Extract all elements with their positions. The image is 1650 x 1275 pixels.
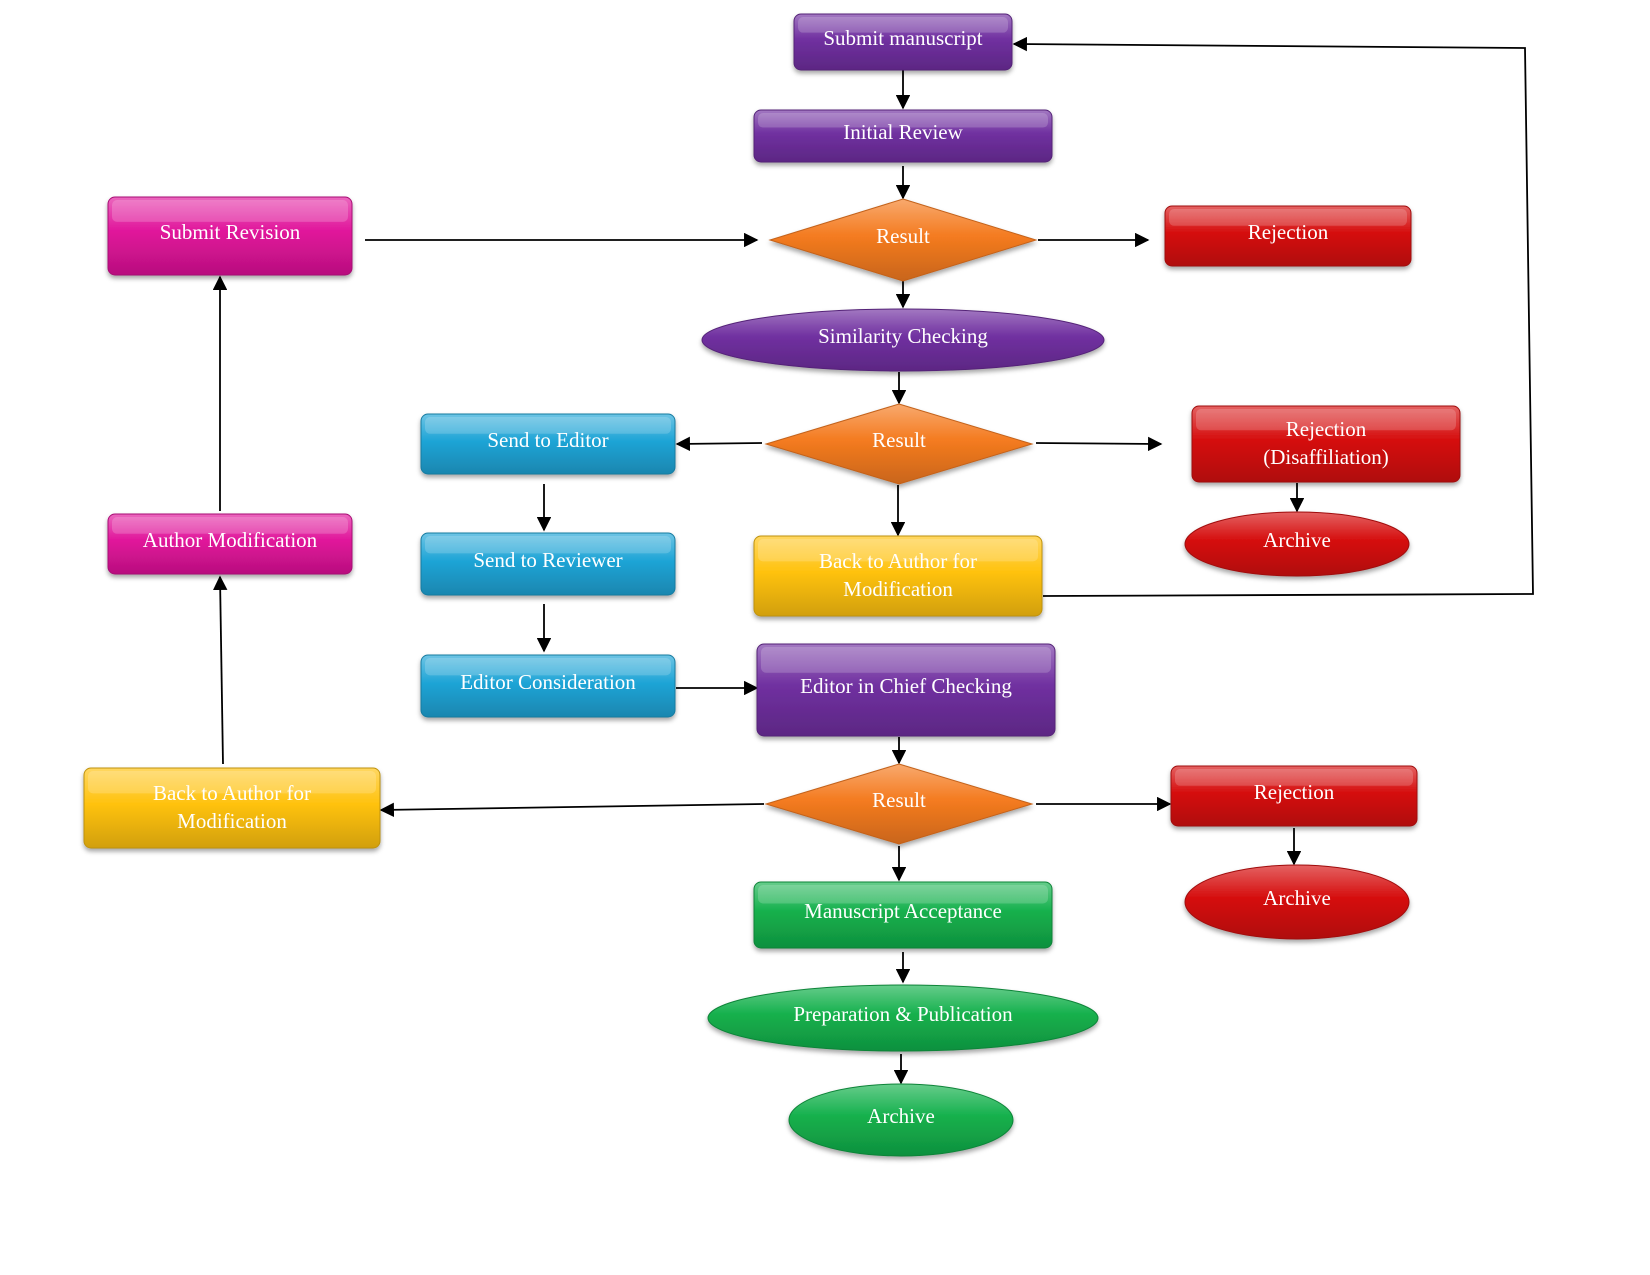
similarity-checking-label: Similarity Checking — [818, 324, 988, 348]
editor-in-chief-checking-gloss — [761, 647, 1051, 673]
back-to-author-1-box — [753, 535, 1043, 617]
initial-review-gloss — [758, 113, 1048, 128]
connector-back-to-author-2-to-author-modification — [213, 575, 228, 765]
connector-layer — [212, 36, 1534, 1085]
submit-revision-label: Submit Revision — [160, 220, 301, 244]
rejection-disaffiliation-box — [1191, 405, 1461, 483]
node-result-1: Result — [768, 198, 1038, 282]
initial-review-box — [753, 109, 1053, 163]
result-3-label: Result — [872, 788, 926, 812]
rejection-disaffiliation-gloss — [1196, 409, 1456, 431]
submit-revision-box — [107, 196, 353, 276]
node-initial-review: Initial Review — [753, 109, 1053, 163]
archive-2-label: Archive — [1263, 886, 1331, 910]
author-modification-label: Author Modification — [143, 528, 318, 552]
back-to-author-1-label-line2: Modification — [843, 577, 953, 601]
result-3-diamond — [764, 763, 1034, 845]
editor-in-chief-checking-box — [756, 643, 1056, 737]
result-1-diamond — [768, 198, 1038, 282]
back-to-author-2-gloss — [88, 771, 376, 794]
node-similarity-checking: Similarity Checking — [701, 308, 1105, 372]
manuscript-acceptance-gloss — [758, 885, 1048, 904]
archive-3-ellipse — [788, 1083, 1014, 1157]
node-editor-in-chief-checking: Editor in Chief Checking — [756, 643, 1056, 737]
send-to-editor-label: Send to Editor — [487, 428, 608, 452]
rejection-1-gloss — [1169, 209, 1407, 226]
back-to-author-2-box — [83, 767, 381, 849]
node-archive-2: Archive — [1184, 864, 1410, 940]
node-result-2: Result — [764, 403, 1034, 485]
rejection-2-box — [1170, 765, 1418, 827]
similarity-checking-ellipse — [701, 308, 1105, 372]
initial-review-label: Initial Review — [843, 120, 963, 144]
result-2-diamond — [764, 403, 1034, 485]
connector-result-2-to-rejection-disaffiliation — [1035, 436, 1163, 452]
node-send-to-reviewer: Send to Reviewer — [420, 532, 676, 596]
node-preparation-publication: Preparation & Publication — [707, 984, 1099, 1052]
connector-back-to-author-1-to-submit-manuscript — [1012, 36, 1534, 597]
send-to-editor-gloss — [425, 417, 671, 434]
result-2-label: Result — [872, 428, 926, 452]
submit-revision-gloss — [112, 200, 348, 222]
send-to-editor-box — [420, 413, 676, 475]
back-to-author-2-label-line2: Modification — [177, 809, 287, 833]
editor-consideration-box — [420, 654, 676, 718]
archive-2-ellipse — [1184, 864, 1410, 940]
rejection-2-gloss — [1175, 769, 1413, 786]
node-rejection-1: Rejection — [1164, 205, 1412, 267]
node-archive-1: Archive — [1184, 511, 1410, 577]
node-send-to-editor: Send to Editor — [420, 413, 676, 475]
archive-1-label: Archive — [1263, 528, 1331, 552]
node-submit-revision: Submit Revision — [107, 196, 353, 276]
rejection-disaffiliation-label: Rejection — [1286, 417, 1367, 441]
rejection-disaffiliation-label-line2: (Disaffiliation) — [1263, 445, 1389, 469]
submit-manuscript-box — [793, 13, 1013, 71]
back-to-author-1-gloss — [758, 539, 1038, 562]
node-manuscript-acceptance: Manuscript Acceptance — [753, 881, 1053, 949]
node-result-3: Result — [764, 763, 1034, 845]
node-rejection-disaffiliation: Rejection (Disaffiliation) — [1191, 405, 1461, 483]
submit-manuscript-gloss — [798, 17, 1008, 33]
archive-3-label: Archive — [867, 1104, 935, 1128]
editor-consideration-gloss — [425, 658, 671, 676]
rejection-1-label: Rejection — [1248, 220, 1329, 244]
send-to-reviewer-box — [420, 532, 676, 596]
manuscript-acceptance-box — [753, 881, 1053, 949]
preparation-publication-ellipse — [707, 984, 1099, 1052]
node-author-modification: Author Modification — [107, 513, 353, 575]
back-to-author-1-label: Back to Author for — [819, 549, 977, 573]
author-modification-box — [107, 513, 353, 575]
editor-in-chief-checking-label: Editor in Chief Checking — [800, 674, 1012, 698]
rejection-2-label: Rejection — [1254, 780, 1335, 804]
rejection-1-box — [1164, 205, 1412, 267]
submit-manuscript-label: Submit manuscript — [823, 26, 982, 50]
node-archive-3: Archive — [788, 1083, 1014, 1157]
node-rejection-2: Rejection — [1170, 765, 1418, 827]
preparation-publication-label: Preparation & Publication — [793, 1002, 1013, 1026]
archive-1-ellipse — [1184, 511, 1410, 577]
manuscript-acceptance-label: Manuscript Acceptance — [804, 899, 1002, 923]
back-to-author-2-label: Back to Author for — [153, 781, 311, 805]
connector-result-2-to-send-to-editor — [675, 436, 763, 452]
node-submit-manuscript: Submit manuscript — [793, 13, 1013, 71]
connector-result-3-to-back-to-author-2 — [379, 802, 765, 817]
node-editor-consideration: Editor Consideration — [420, 654, 676, 718]
editor-consideration-label: Editor Consideration — [460, 670, 636, 694]
send-to-reviewer-label: Send to Reviewer — [473, 548, 622, 572]
send-to-reviewer-gloss — [425, 536, 671, 554]
author-modification-gloss — [112, 517, 348, 534]
result-1-label: Result — [876, 224, 930, 248]
